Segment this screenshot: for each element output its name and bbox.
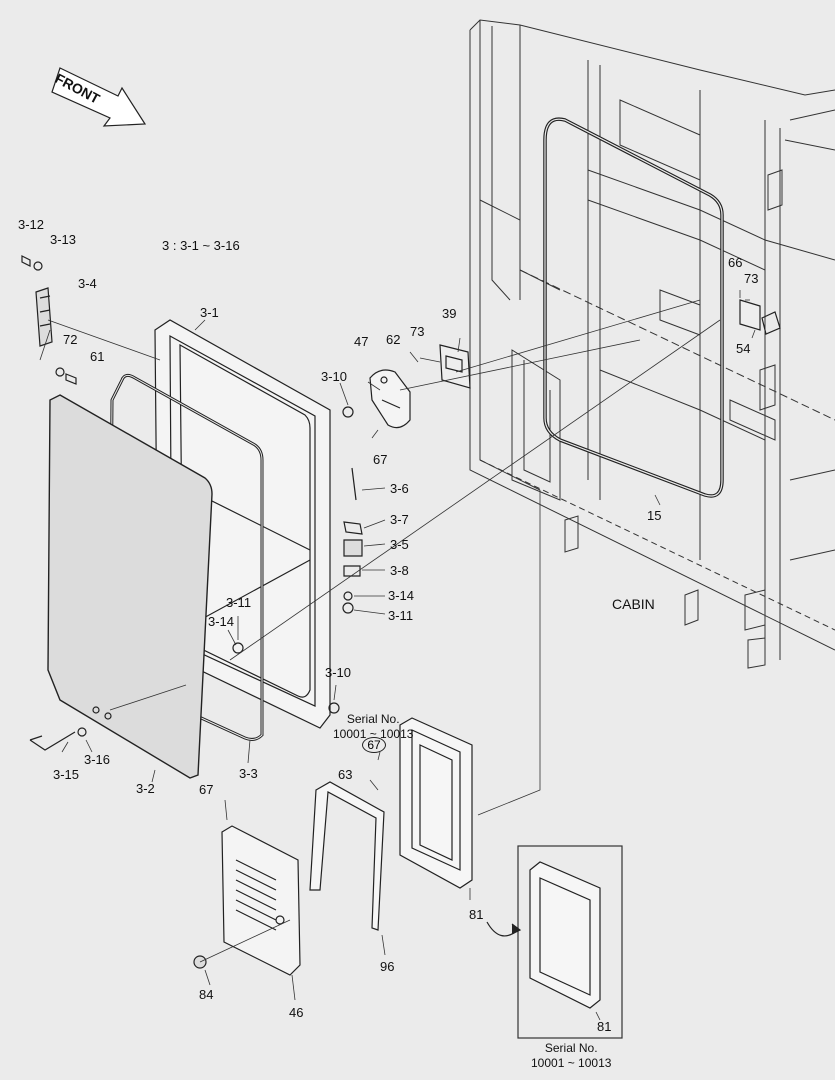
callout-3-14-left: 3-14 [208, 614, 235, 629]
callout-3-10-bottom: 3-10 [325, 665, 352, 680]
callout-3-5: 3-5 [390, 537, 409, 552]
nut-3-14a [343, 591, 353, 601]
callout-46: 46 [289, 1005, 304, 1020]
callout-66: 66 [728, 255, 743, 270]
callout-3-12: 3-12 [18, 217, 45, 232]
callout-67-circled: 67 [362, 737, 386, 753]
callout-3-11-left: 3-11 [226, 595, 252, 610]
serial-note-top: Serial No. 10001 ~ 10013 [333, 712, 413, 742]
callout-81-inset: 81 [597, 1019, 612, 1034]
callout-3-1: 3-1 [200, 305, 219, 320]
pin-3-15 [29, 727, 87, 751]
nut-3-10a [342, 406, 354, 418]
striker-3-5 [343, 539, 363, 557]
callout-54: 54 [736, 341, 751, 356]
washer-3-13 [33, 261, 43, 271]
box-81 [399, 717, 473, 889]
serial-top-line2: 10001 ~ 10013 [333, 727, 414, 741]
cabin-frame [469, 19, 835, 669]
callout-3-10-top: 3-10 [321, 369, 348, 384]
nut-3-11b [232, 642, 244, 654]
callout-3-15: 3-15 [53, 767, 80, 782]
callout-3-2: 3-2 [136, 781, 155, 796]
latch-39 [439, 344, 471, 389]
callout-67-left: 67 [199, 782, 214, 797]
callout-3-8: 3-8 [390, 563, 409, 578]
plate-47 [369, 369, 411, 429]
callout-61: 61 [90, 349, 105, 364]
callout-3-3: 3-3 [239, 766, 258, 781]
serial-bottom-line2: 10001 ~ 10013 [531, 1056, 612, 1070]
glass-3-2 [47, 394, 213, 779]
callout-72: 72 [63, 332, 78, 347]
callout-62: 62 [386, 332, 401, 347]
callout-3-14-right: 3-14 [388, 588, 415, 603]
bolt-61-72 [55, 367, 77, 385]
callout-67-top: 67 [373, 452, 388, 467]
callout-3-6: 3-6 [390, 481, 409, 496]
callout-73-left: 73 [410, 324, 425, 339]
bracket-3-8 [343, 565, 361, 577]
callout-73-right: 73 [744, 271, 759, 286]
callout-84: 84 [199, 987, 214, 1002]
callout-47: 47 [354, 334, 369, 349]
callout-63: 63 [338, 767, 353, 782]
serial-bottom-line1: Serial No. [544, 1041, 598, 1055]
front-arrow [51, 67, 147, 127]
inset-frame [486, 845, 623, 1039]
callout-81: 81 [469, 907, 484, 922]
cover-46 [221, 825, 301, 976]
callout-96: 96 [380, 959, 395, 974]
nut-3-11a [342, 602, 354, 614]
callout-15: 15 [647, 508, 662, 523]
nut-3-10b [328, 702, 340, 714]
latch-54 [739, 299, 781, 335]
leader-lines [39, 290, 756, 1021]
serial-top-line1: Serial No. [346, 712, 400, 726]
callout-3-7: 3-7 [390, 512, 409, 527]
rod-3-6 [351, 467, 357, 501]
callout-3-4: 3-4 [78, 276, 97, 291]
group-note: 3 : 3-1 ~ 3-16 [162, 238, 240, 253]
cabin-label: CABIN [612, 596, 655, 612]
callout-3-11-right: 3-11 [388, 608, 414, 623]
callout-3-16: 3-16 [84, 752, 111, 767]
hinge-3-4 [35, 287, 53, 347]
door-seal-15 [543, 117, 724, 498]
striker-3-7 [343, 521, 363, 535]
callout-39: 39 [442, 306, 457, 321]
serial-note-bottom: Serial No. 10001 ~ 10013 [531, 1041, 611, 1071]
callout-3-13: 3-13 [50, 232, 77, 247]
bolt-3-12 [21, 255, 31, 267]
strip-96 [309, 781, 385, 931]
